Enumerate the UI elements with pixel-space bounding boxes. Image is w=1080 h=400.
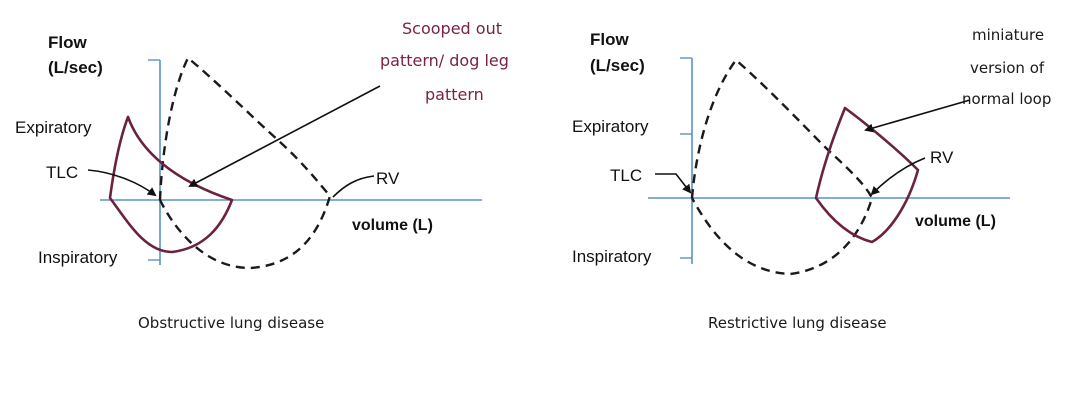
left-annotation-line2: pattern/ dog leg xyxy=(380,51,509,70)
left-flow-units: (L/sec) xyxy=(48,58,103,77)
left-caption: Obstructive lung disease xyxy=(138,314,324,332)
right-annotation-line1: miniature xyxy=(972,26,1044,44)
obstructive-panel: Flow (L/sec) Expiratory TLC RV Inspirato… xyxy=(15,19,509,332)
left-normal-loop xyxy=(158,56,332,270)
left-annotation-line3: pattern xyxy=(425,85,484,104)
obstructive-loop xyxy=(108,115,234,254)
left-rv-label: RV xyxy=(376,169,400,188)
left-rv-pointer xyxy=(332,175,375,198)
restrictive-panel: Flow (L/sec) Expiratory TLC RV Inspirato… xyxy=(572,26,1051,332)
right-tlc-pointer xyxy=(655,173,692,194)
left-tlc-pointer xyxy=(87,169,157,197)
left-tlc-label: TLC xyxy=(46,163,78,182)
right-annotation-line2: version of xyxy=(970,59,1045,77)
left-annotation-line1: Scooped out xyxy=(402,19,502,38)
right-flow-title: Flow xyxy=(590,30,629,49)
right-rv-label: RV xyxy=(930,148,954,167)
right-flow-units: (L/sec) xyxy=(590,56,645,75)
right-caption: Restrictive lung disease xyxy=(708,314,887,332)
left-volume-label: volume (L) xyxy=(352,217,433,234)
right-annotation-pointer xyxy=(864,99,971,133)
left-annotation-pointer xyxy=(188,85,381,187)
right-tlc-label: TLC xyxy=(610,166,642,185)
left-expiratory-label: Expiratory xyxy=(15,118,92,137)
right-volume-label: volume (L) xyxy=(915,213,996,230)
left-flow-title: Flow xyxy=(48,33,87,52)
right-normal-loop xyxy=(690,58,874,276)
right-expiratory-label: Expiratory xyxy=(572,117,649,136)
right-inspiratory-label: Inspiratory xyxy=(572,247,652,266)
restrictive-loop xyxy=(814,106,920,244)
right-rv-pointer xyxy=(870,157,926,196)
right-annotation-line3: normal loop xyxy=(962,90,1051,108)
left-inspiratory-label: Inspiratory xyxy=(38,248,118,267)
